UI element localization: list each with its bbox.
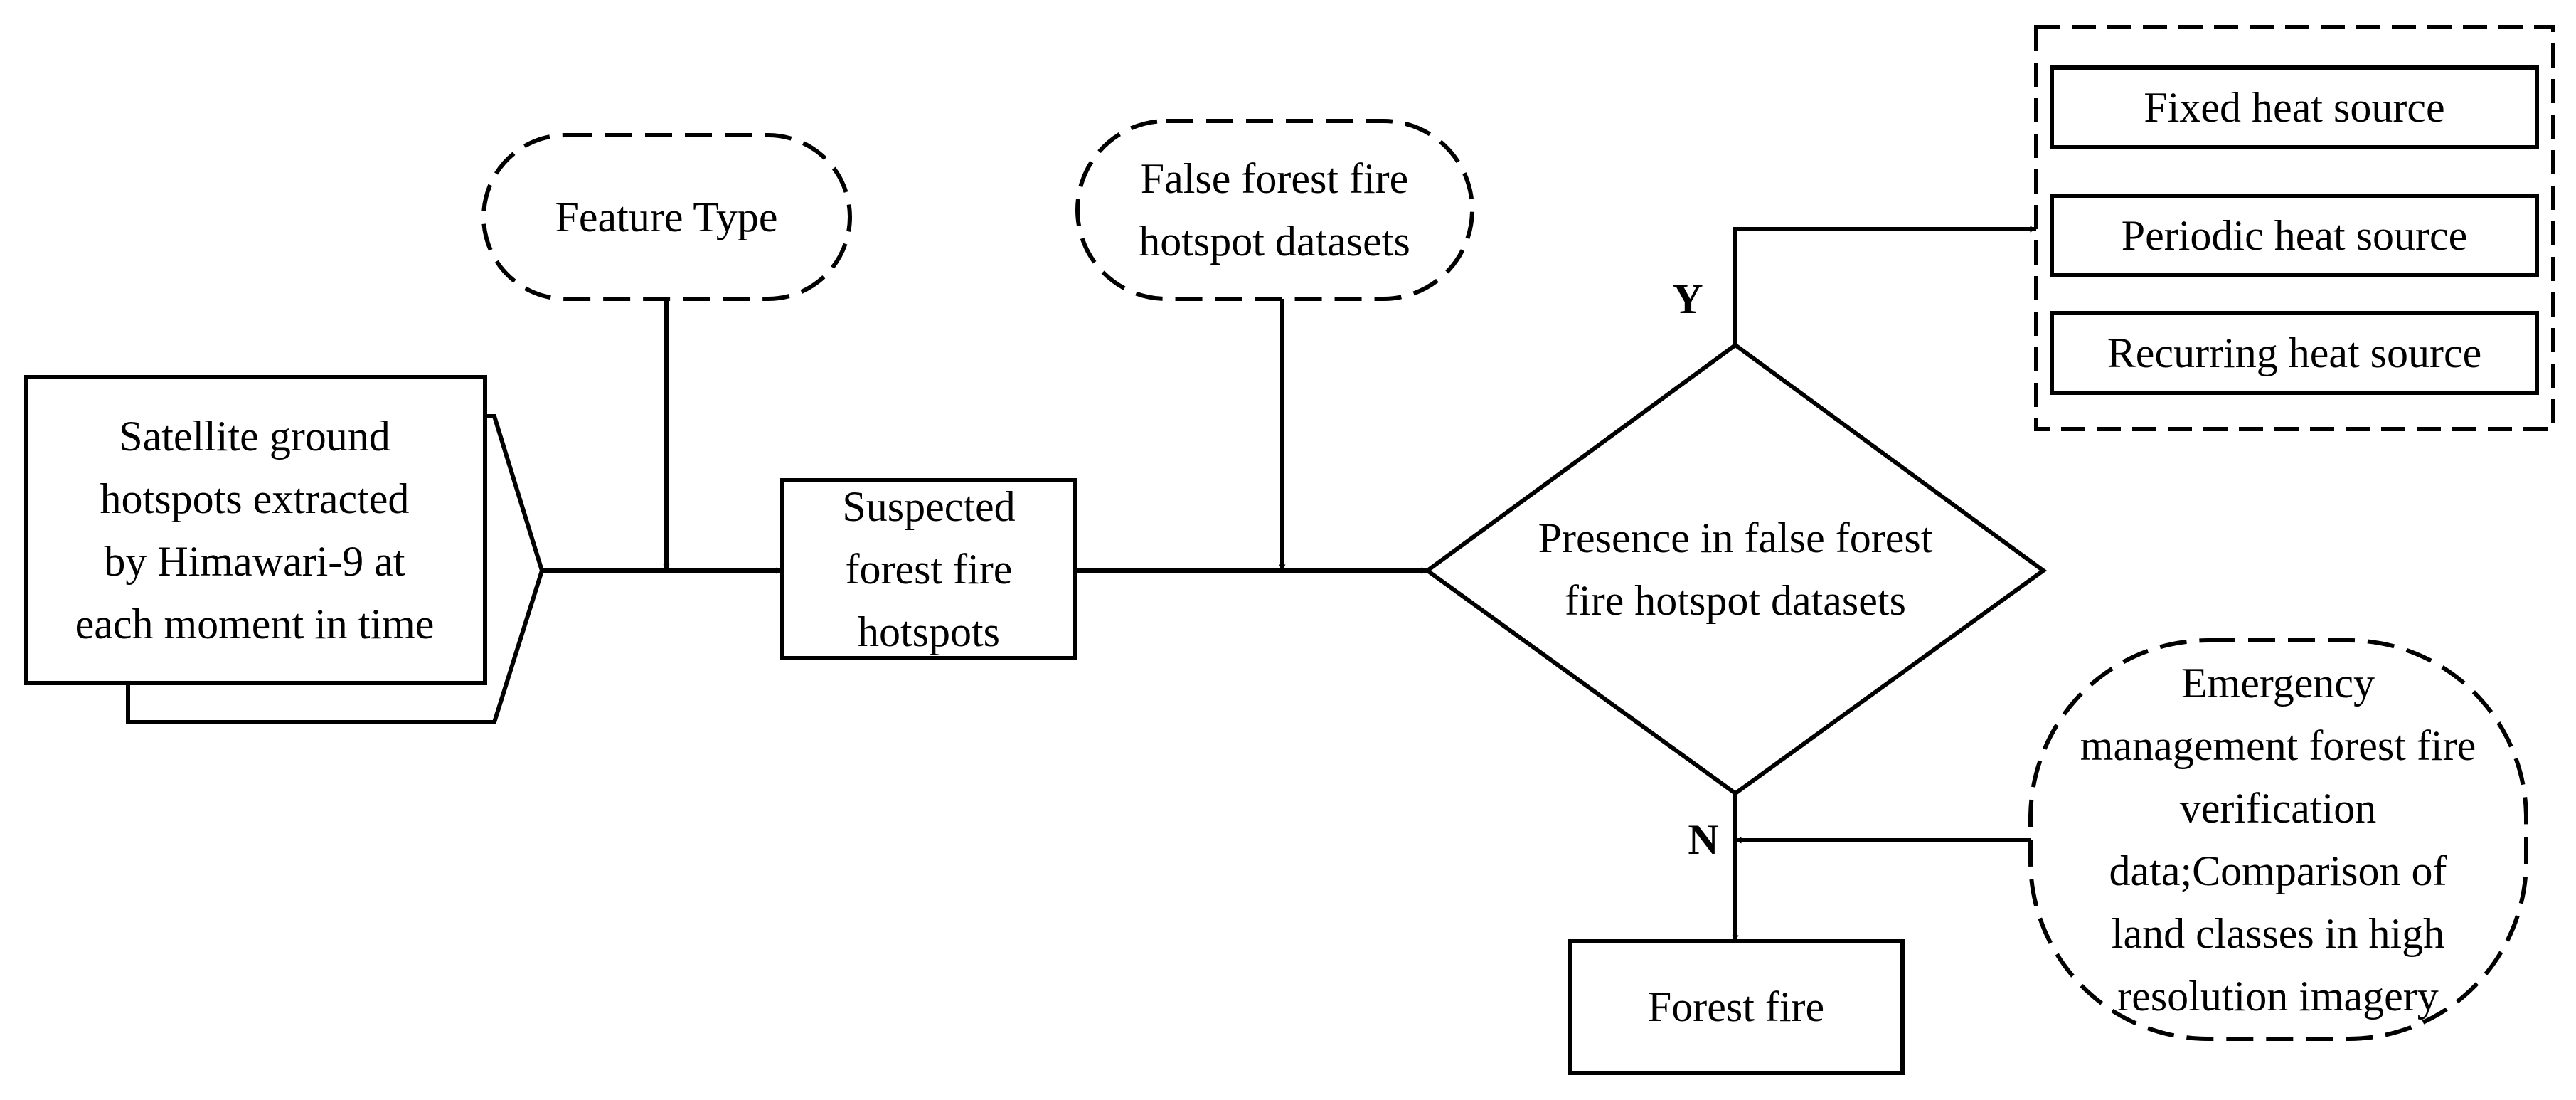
recurring-heat-source-box [2050, 311, 2539, 395]
text-line: Satellite ground [119, 413, 390, 460]
text-line: land classes in high [2112, 910, 2444, 957]
emergency-verification-label: Emergency management forest fire verificat… [2080, 660, 2476, 1020]
text-line: hotspot datasets [1139, 218, 1410, 265]
satellite-document-front-page [24, 375, 487, 685]
suspected-hotspots-node: Suspected forest fire hotspots [780, 478, 1077, 660]
false-datasets-node: False forest fire hotspot datasets [1075, 119, 1474, 301]
text-line: management forest fire [2080, 722, 2476, 769]
forest-fire-node: Forest fire [1568, 939, 1905, 1075]
forest-fire-label: Forest fire [1648, 983, 1824, 1030]
presence-decision-label: Presence in false forest fire hotspot dat… [1538, 514, 1933, 624]
text-line: False forest fire [1141, 155, 1409, 202]
recurring-heat-source-node: Recurring heat source [2050, 311, 2539, 395]
fixed-heat-source-box [2050, 65, 2539, 149]
text-line: each moment in time [75, 601, 435, 647]
false-datasets-dashed-box [1075, 119, 1474, 301]
emergency-verification-node: Emergency management forest fire verificat… [2028, 638, 2528, 1041]
forest-fire-box [1568, 939, 1905, 1075]
text-line: fire hotspot datasets [1565, 577, 1906, 624]
text-line: data;Comparison of [2109, 847, 2447, 894]
text-line: verification [2180, 785, 2377, 832]
feature-type-label: Feature Type [555, 194, 778, 240]
text-line: Forest fire [1648, 983, 1824, 1030]
branch-label-no: N [1688, 816, 1718, 863]
text-line: forest fire [846, 546, 1013, 593]
text-line: Periodic heat source [2122, 212, 2467, 259]
presence-decision-diamond [1423, 342, 2048, 796]
periodic-heat-source-label: Periodic heat source [2122, 212, 2467, 259]
text-line: hotspots extracted [100, 475, 410, 522]
text-line: by Himawari-9 at [104, 538, 405, 585]
text-line: Presence in false forest [1538, 514, 1933, 561]
false-datasets-label: False forest fire hotspot datasets [1139, 155, 1410, 265]
text-line: hotspots [858, 608, 1000, 655]
satellite-hotspots-document: Satellite ground hotspots extracted by Him… [24, 375, 545, 724]
feature-type-node: Feature Type [481, 133, 852, 301]
suspected-hotspots-label: Suspected forest fire hotspots [842, 483, 1015, 655]
text-line: Emergency [2181, 660, 2375, 707]
periodic-heat-source-box [2050, 194, 2539, 277]
text-line: Fixed heat source [2144, 84, 2444, 131]
recurring-heat-source-label: Recurring heat source [2107, 329, 2481, 376]
satellite-hotspots-label: Satellite ground hotspots extracted by Him… [75, 413, 435, 647]
fixed-heat-source-node: Fixed heat source [2050, 65, 2539, 149]
presence-decision-node: Presence in false forest fire hotspot dat… [1423, 342, 2048, 796]
fixed-heat-source-label: Fixed heat source [2144, 84, 2444, 131]
branch-label-yes: Y [1672, 275, 1703, 322]
text-line: Recurring heat source [2107, 329, 2481, 376]
periodic-heat-source-node: Periodic heat source [2050, 194, 2539, 277]
text-line: Suspected [842, 483, 1015, 530]
text-line: resolution imagery [2117, 973, 2439, 1020]
text-line: Feature Type [555, 194, 778, 240]
connector-decision-yes-to-heat-sources [1733, 226, 2037, 345]
